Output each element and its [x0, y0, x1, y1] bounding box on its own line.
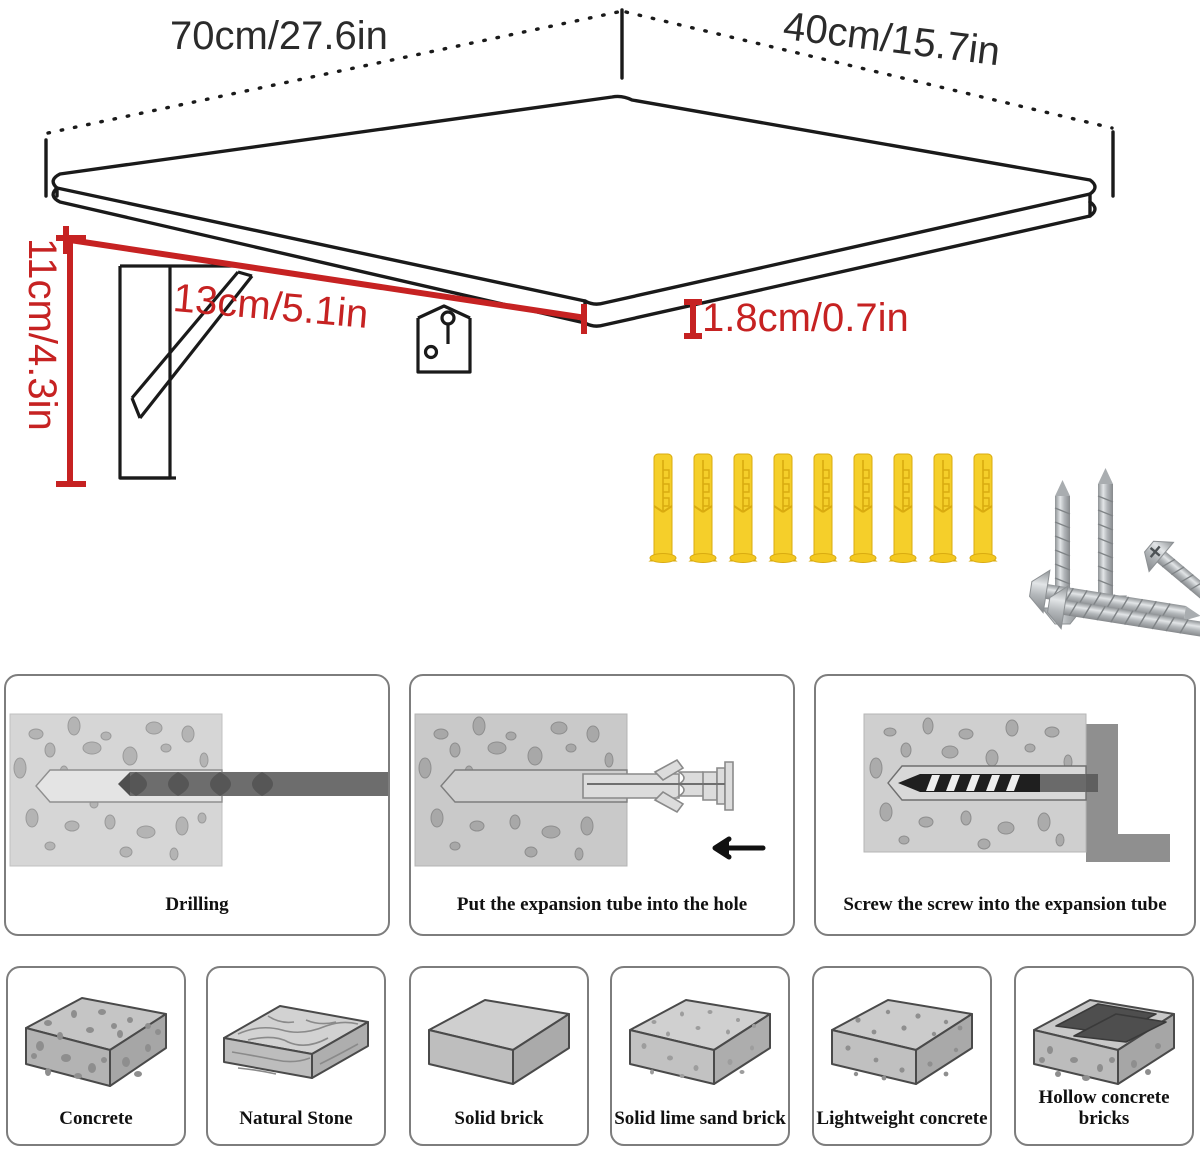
material-card: Concrete [6, 966, 186, 1146]
expansion-tube-icon [582, 758, 734, 814]
install-step-caption: Screw the screw into the expansion tube [843, 894, 1167, 916]
drill-bit-icon [118, 772, 388, 796]
drilling-illustration [9, 713, 388, 867]
material-label: Hollow concrete bricks [1038, 1087, 1170, 1130]
material-card: Lightweight concrete [812, 966, 992, 1146]
dimension-thickness-label: 1.8cm/0.7in [702, 296, 909, 340]
material-card: Solid brick [409, 966, 589, 1146]
material-card: Hollow concrete bricks [1014, 966, 1194, 1146]
install-step-card: Put the expansion tube into the hole [409, 674, 795, 936]
concrete-block-icon [25, 997, 167, 1087]
material-label: Concrete [59, 1108, 133, 1130]
lightweight-concrete-icon [831, 999, 973, 1085]
keyhole-mount-plate [416, 304, 472, 374]
material-card: Solid lime sand brick [610, 966, 790, 1146]
solid-brick-icon [428, 999, 570, 1085]
shelf-drawing-svg [44, 8, 1115, 487]
install-step-card: Drilling [4, 674, 390, 936]
insert-direction-arrow-icon [712, 836, 766, 860]
mounting-bracket-icon [1086, 724, 1170, 862]
material-label: Solid brick [454, 1108, 544, 1130]
material-label: Lightweight concrete [816, 1108, 988, 1130]
screw-icon [898, 774, 1098, 792]
dimension-bracket-height-label: 11cm/4.3in [20, 238, 64, 431]
red-dimension-lines [56, 226, 702, 487]
shelf-board [51, 94, 1097, 328]
dimension-width-label: 70cm/27.6in [170, 14, 388, 58]
install-step-caption: Drilling [165, 894, 229, 916]
screw-in-illustration [863, 713, 1170, 862]
hollow-concrete-brick-icon [1033, 999, 1175, 1085]
natural-stone-icon [223, 1005, 369, 1079]
dimension-extension-lines [44, 8, 1115, 198]
material-card: Natural Stone [206, 966, 386, 1146]
material-label: Solid lime sand brick [614, 1108, 786, 1130]
install-step-caption: Put the expansion tube into the hole [456, 894, 748, 916]
install-step-card: Screw the screw into the expansion tube [814, 674, 1196, 936]
lime-sand-brick-icon [629, 999, 771, 1085]
material-label: Natural Stone [239, 1108, 353, 1130]
shelf-bracket-left [118, 264, 254, 480]
expansion-tube-illustration [414, 713, 766, 867]
